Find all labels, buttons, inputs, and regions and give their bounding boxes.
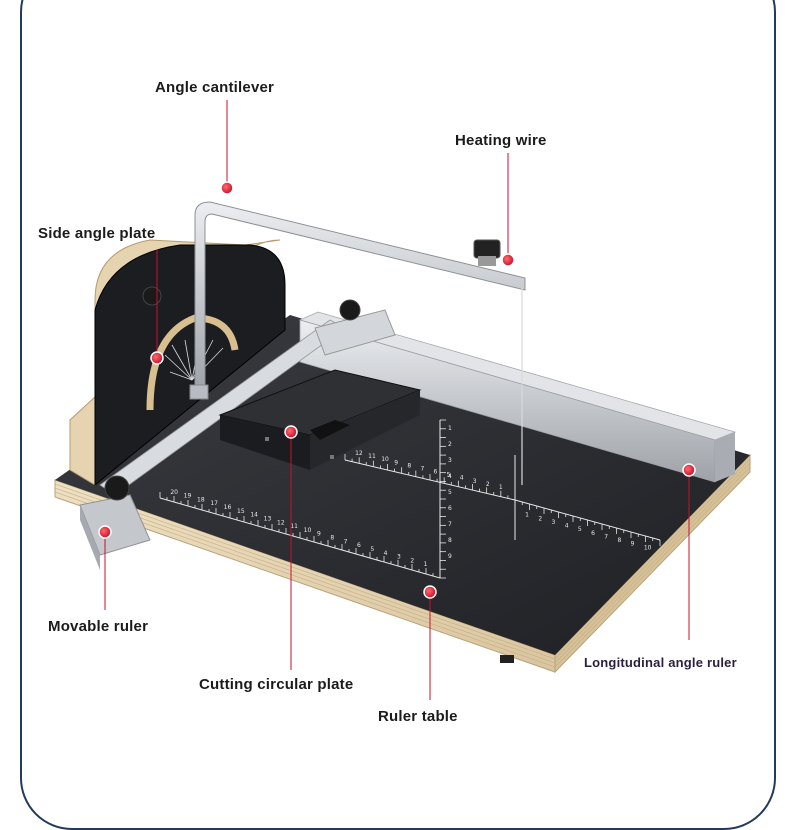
ruler-number: 3 [397, 554, 401, 561]
ruler-number: 5 [578, 526, 582, 533]
ruler-number: 2 [486, 481, 490, 488]
ruler-number: 8 [330, 535, 334, 542]
guide-knob[interactable] [339, 299, 361, 321]
side-plate-knob[interactable] [142, 286, 162, 306]
ruler-number: 9 [448, 553, 452, 560]
dot-heating-wire [501, 253, 515, 267]
dot-side-angle-plate [150, 351, 164, 365]
ruler-number: 6 [434, 469, 438, 476]
ruler-ticks [159, 419, 661, 579]
ruler-number: 12 [277, 519, 285, 526]
ruler-number: 8 [448, 537, 452, 544]
label-heating-wire: Heating wire [455, 132, 547, 149]
ruler-number: 6 [357, 542, 361, 549]
ruler-number: 7 [420, 465, 424, 472]
label-ruler-table: Ruler table [378, 708, 458, 725]
ruler-number: 20 [170, 489, 178, 496]
ruler-number: 8 [617, 537, 621, 544]
ruler-number: 7 [344, 538, 348, 545]
ruler-number: 1 [499, 484, 503, 491]
movable-ruler-knob[interactable] [104, 475, 130, 501]
ruler-number: 5 [448, 489, 452, 496]
ruler-number: 10 [381, 456, 389, 463]
callout-lines [104, 100, 690, 700]
dot-angle-cantilever [220, 181, 234, 195]
ruler-number: 6 [448, 505, 452, 512]
ruler-number: 2 [538, 515, 542, 522]
ruler-number: 14 [250, 512, 258, 519]
ruler-number: 7 [604, 533, 608, 540]
ruler-number: 1 [448, 425, 452, 432]
dot-movable-ruler [98, 525, 112, 539]
label-movable-ruler: Movable ruler [48, 618, 149, 635]
ruler-number: 3 [473, 478, 477, 485]
ruler-number: 7 [448, 521, 452, 528]
ruler-number: 8 [407, 462, 411, 469]
callout-dots [98, 181, 696, 599]
ruler-number: 10 [304, 527, 312, 534]
ruler-number: 17 [210, 500, 218, 507]
ruler-number: 18 [197, 496, 205, 503]
ruler-number: 1 [525, 512, 529, 519]
ruler-number: 16 [224, 504, 232, 511]
ruler-number: 9 [631, 541, 635, 548]
side-angle-plate [69, 239, 286, 487]
angle-cantilever [189, 201, 526, 400]
label-side-angle-plate: Side angle plate [38, 225, 156, 242]
dot-ruler-table [423, 585, 437, 599]
ruler-number: 4 [565, 523, 569, 530]
ruler-number: 5 [370, 546, 374, 553]
dot-longitudinal-angle-ruler [682, 463, 696, 477]
movable-ruler [79, 299, 396, 570]
longitudinal-angle-ruler [298, 311, 737, 483]
label-cutting-circular-plate: Cutting circular plate [199, 676, 354, 693]
ruler-number: 3 [552, 519, 556, 526]
ruler-number: 2 [410, 557, 414, 564]
ruler-number: 19 [184, 493, 192, 500]
ruler-numbers: 1234567891011121314151617181920123456789… [170, 425, 651, 568]
ruler-number: 11 [368, 453, 376, 460]
ruler-number: 11 [290, 523, 298, 530]
ruler-number: 9 [317, 531, 321, 538]
label-angle-cantilever: Angle cantilever [155, 79, 275, 96]
ruler-number: 4 [460, 475, 464, 482]
ruler-number: 15 [237, 508, 245, 515]
ruler-number: 12 [355, 450, 363, 457]
ruler-number: 2 [448, 441, 452, 448]
foam-cutter-illustration: 1234567891011121314151617181920123456789… [54, 100, 751, 700]
wire-knob[interactable] [473, 239, 501, 266]
ruler-number: 9 [394, 459, 398, 466]
ruler-number: 1 [424, 561, 428, 568]
cutting-circular-plate [218, 369, 422, 470]
ruler-number: 4 [448, 473, 452, 480]
ruler-number: 5 [447, 472, 451, 479]
ruler-number: 4 [384, 550, 388, 557]
dot-cutting-circular-plate [284, 425, 298, 439]
label-longitudinal-angle-ruler: Longitudinal angle ruler [584, 655, 737, 670]
ruler-number: 3 [448, 457, 452, 464]
ruler-number: 6 [591, 530, 595, 537]
ruler-number: 10 [644, 544, 652, 551]
ruler-number: 13 [264, 515, 272, 522]
foot [500, 655, 514, 663]
